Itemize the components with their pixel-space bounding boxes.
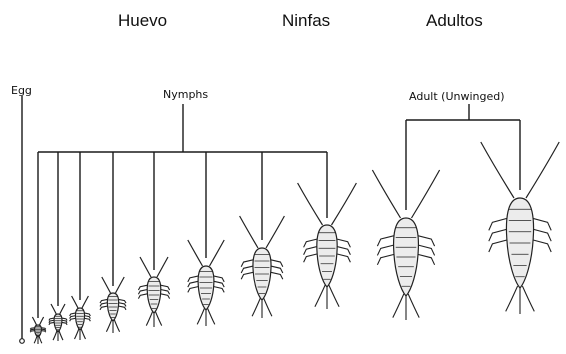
insect-illustrations (30, 142, 559, 344)
nymph-illustration (70, 296, 91, 340)
egg-dot (20, 339, 25, 344)
connector-lines (20, 96, 520, 343)
nymph-illustration (49, 304, 67, 341)
nymph-illustration (30, 317, 46, 344)
